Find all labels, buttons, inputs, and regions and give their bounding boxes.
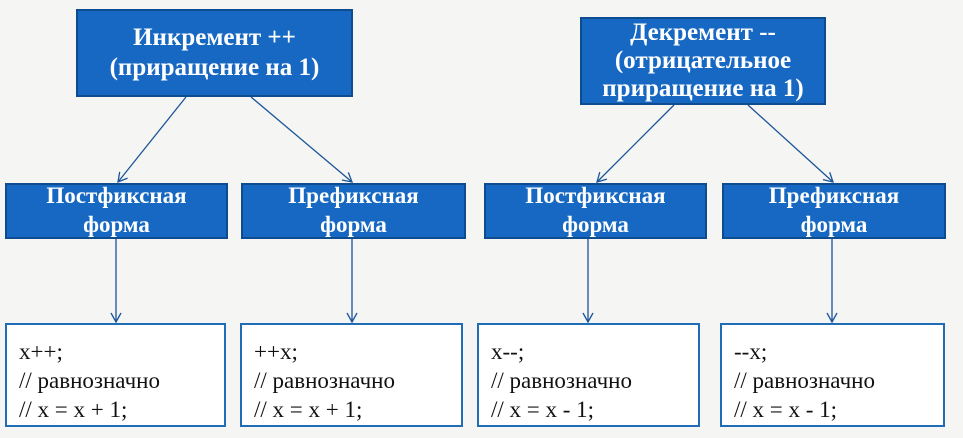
form-label: Постфиксная	[46, 183, 187, 209]
decrement-postfix-code: x--; // равнозначно // x = x - 1;	[477, 323, 700, 427]
arrow-dec-to-prefix	[747, 104, 834, 183]
increment-postfix-code: x++; // равнозначно // x = x + 1;	[5, 323, 226, 427]
increment-postfix-box: Постфиксная форма	[5, 183, 228, 239]
decrement-prefix-box: Префиксная форма	[722, 183, 946, 239]
code-line: // равнозначно	[254, 368, 395, 393]
code-line: // равнозначно	[734, 368, 875, 393]
code-line: // x = x - 1;	[734, 397, 838, 422]
form-label: форма	[83, 212, 150, 237]
code-line: // равнозначно	[491, 368, 632, 393]
increment-title: Инкремент ++	[133, 23, 296, 51]
form-label: форма	[320, 212, 387, 237]
code-line: x--;	[491, 339, 525, 364]
code-line: ++x;	[254, 339, 298, 364]
arrow-dec-to-postfix	[596, 104, 675, 183]
code-line: // равнозначно	[19, 368, 160, 393]
form-label: Префиксная	[288, 183, 419, 209]
increment-subtitle: (приращение на 1)	[109, 54, 320, 81]
arrow-inc-to-prefix	[250, 96, 354, 183]
form-label: Префиксная	[768, 183, 900, 209]
increment-box: Инкремент ++ (приращение на 1)	[76, 9, 353, 97]
decrement-subtitle-2: приращение на 1)	[602, 75, 804, 102]
decrement-box: Декремент -- (отрицательное приращение н…	[580, 17, 826, 105]
decrement-title: Декремент --	[630, 19, 776, 46]
decrement-postfix-box: Постфиксная форма	[484, 183, 707, 239]
form-label: форма	[562, 212, 629, 237]
decrement-prefix-code: --x; // равнозначно // x = x - 1;	[720, 323, 945, 427]
code-line: // x = x + 1;	[254, 397, 363, 422]
form-label: форма	[800, 212, 868, 237]
increment-prefix-code: ++x; // равнозначно // x = x + 1;	[240, 323, 463, 427]
code-line: --x;	[734, 339, 768, 364]
code-line: // x = x - 1;	[491, 397, 595, 422]
increment-prefix-box: Префиксная форма	[241, 183, 466, 239]
code-line: x++;	[19, 339, 63, 364]
arrow-inc-to-postfix	[117, 96, 187, 184]
form-label: Постфиксная	[525, 183, 666, 209]
code-line: // x = x + 1;	[19, 397, 128, 422]
decrement-subtitle-1: (отрицательное	[614, 47, 792, 74]
